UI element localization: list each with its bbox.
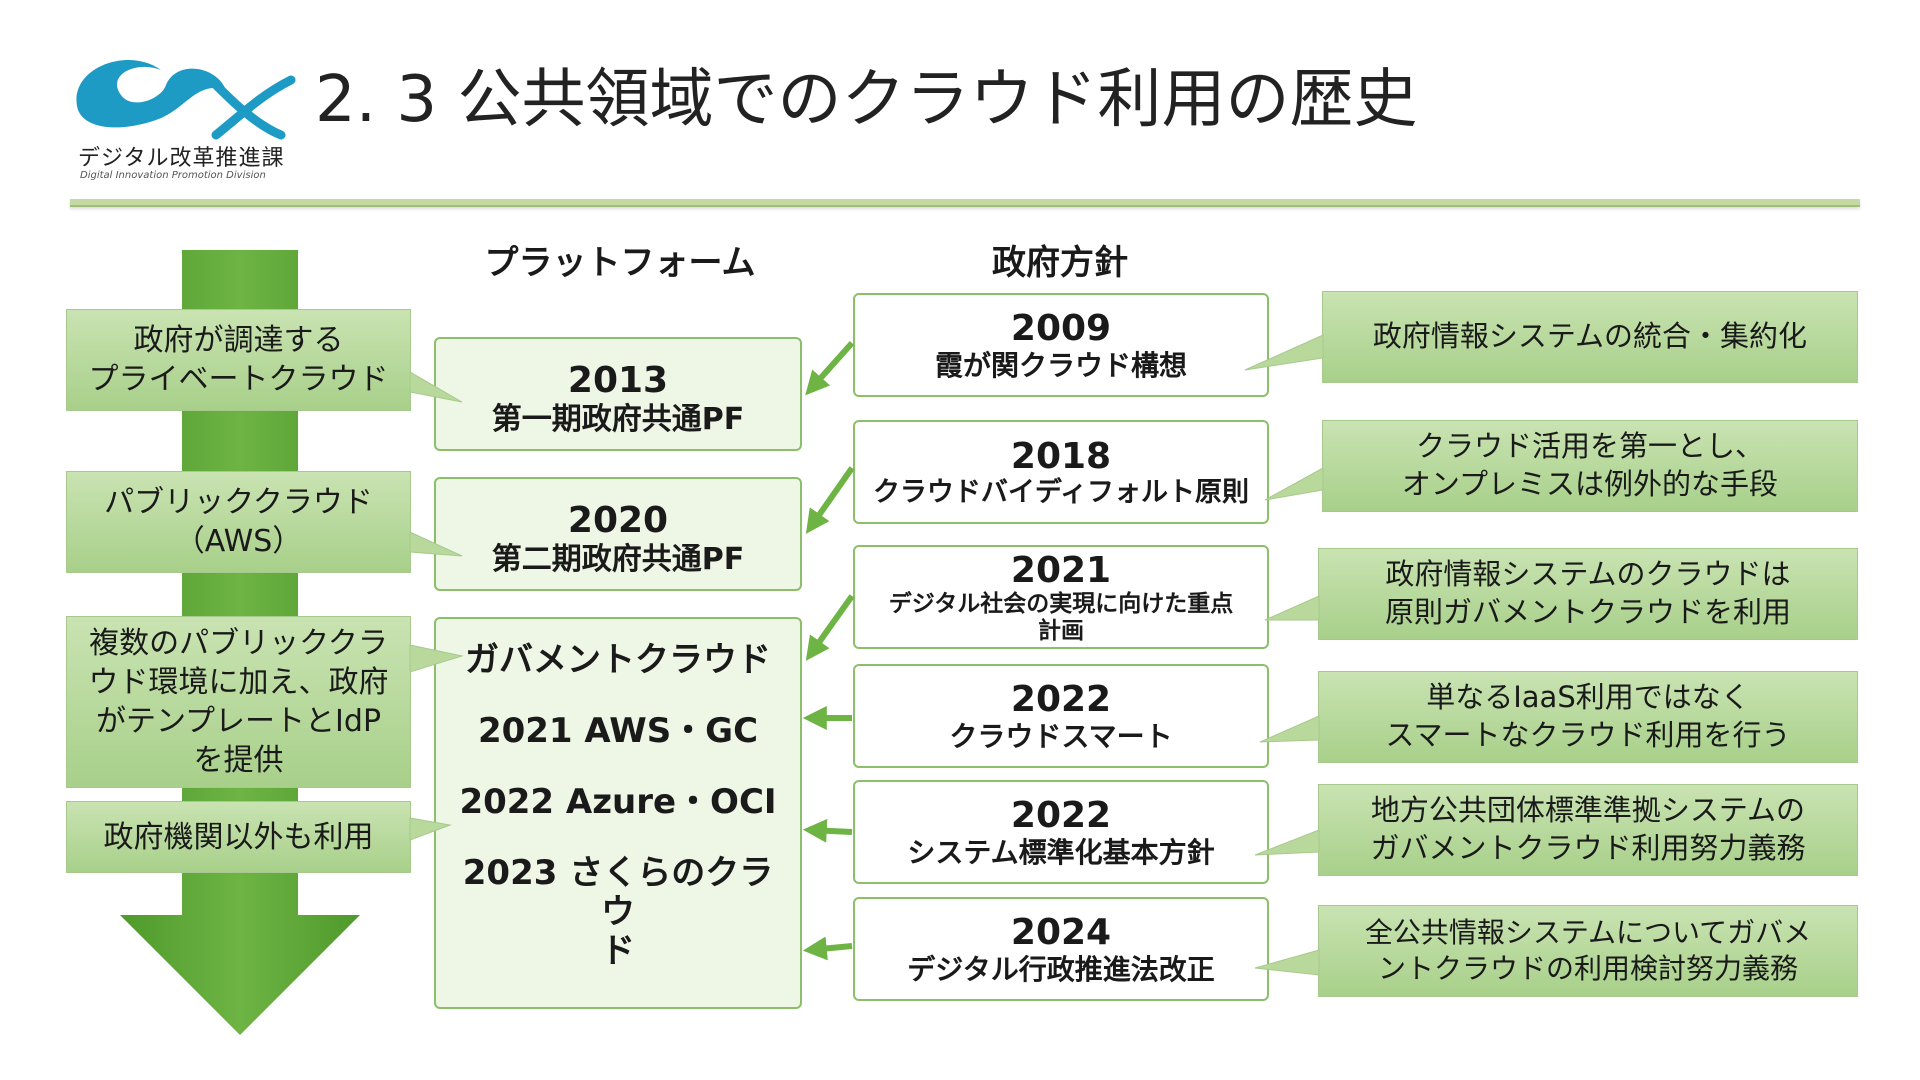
- callout-tail: [1254, 829, 1320, 856]
- policy-box-2022-cloud-smart: 2022 クラウドスマート: [853, 664, 1269, 768]
- gov-cloud-item: 2021 AWS・GC: [477, 711, 759, 752]
- connector-arrow: [805, 341, 855, 396]
- connector-arrow: [802, 936, 853, 961]
- policy-note-2018: クラウド活用を第一とし、 オンプレミスは例外的な手段: [1322, 420, 1858, 512]
- platform-name: 第一期政府共通PF: [491, 402, 745, 438]
- gov-cloud-item: 2023 さくらのクラウ ド: [462, 853, 774, 972]
- callout-tail: [1264, 595, 1320, 621]
- policy-year: 2024: [1010, 912, 1112, 954]
- policy-box-2021: 2021 デジタル社会の実現に向けた重点 計画: [853, 545, 1269, 649]
- platform-year: 2020: [567, 500, 669, 541]
- policy-box-2022-standardization: 2022 システム標準化基本方針: [853, 780, 1269, 884]
- platform-box-2020: 2020 第二期政府共通PF: [434, 477, 802, 591]
- policy-year: 2022: [1010, 795, 1112, 837]
- platform-box-2013: 2013 第一期政府共通PF: [434, 337, 802, 451]
- policy-name: デジタル社会の実現に向けた重点 計画: [888, 591, 1234, 644]
- policy-name: 霞が関クラウド構想: [934, 348, 1187, 382]
- policy-note-2021: 政府情報システムのクラウドは 原則ガバメントクラウドを利用: [1318, 548, 1858, 640]
- connector-arrow: [802, 818, 853, 843]
- logo-mark: [76, 59, 296, 140]
- policy-name: クラウドスマート: [949, 719, 1173, 753]
- title-divider: [70, 199, 1860, 207]
- policy-year: 2018: [1010, 435, 1112, 477]
- left-label-public-cloud: パブリッククラウド （AWS）: [66, 471, 411, 573]
- policy-name: クラウドバイディフォルト原則: [872, 477, 1250, 509]
- gov-cloud-title: ガバメントクラウド: [465, 640, 771, 680]
- callout-tail: [1244, 334, 1324, 371]
- callout-tail: [1264, 467, 1324, 501]
- logo-org-name-en: Digital Innovation Promotion Division: [80, 170, 266, 181]
- policy-year: 2022: [1010, 679, 1112, 721]
- left-label-private-cloud: 政府が調達する プライベートクラウド: [66, 309, 411, 411]
- policy-box-2009: 2009 霞が関クラウド構想: [853, 293, 1269, 397]
- policy-year: 2009: [1010, 308, 1112, 350]
- policy-box-2024: 2024 デジタル行政推進法改正: [853, 897, 1269, 1001]
- platform-heading: プラットフォーム: [484, 243, 756, 283]
- callout-tail: [409, 817, 452, 841]
- policy-box-2018: 2018 クラウドバイディフォルト原則: [853, 420, 1269, 524]
- policy-note-2022-cloud-smart: 単なるIaaS利用ではなく スマートなクラウド利用を行う: [1318, 671, 1858, 763]
- platform-box-gov-cloud: ガバメントクラウド 2021 AWS・GC 2022 Azure・OCI 202…: [434, 617, 802, 1009]
- connector-arrow: [805, 594, 855, 661]
- logo-org-name: デジタル改革推進課: [78, 146, 285, 171]
- callout-tail: [1254, 949, 1320, 976]
- policy-note-2022-standardization: 地方公共団体標準準拠システムの ガバメントクラウド利用努力義務: [1318, 784, 1858, 876]
- callout-tail: [1259, 715, 1320, 743]
- connector-arrow: [805, 466, 855, 534]
- policy-name: システム標準化基本方針: [907, 835, 1215, 869]
- gov-cloud-item: 2022 Azure・OCI: [459, 782, 777, 823]
- callout-tail: [409, 531, 463, 557]
- page-title: 2. 3 公共領域でのクラウド利用の歴史: [315, 63, 1418, 137]
- callout-tail: [409, 371, 463, 403]
- policy-name: デジタル行政推進法改正: [907, 952, 1215, 986]
- left-label-non-gov-use: 政府機関以外も利用: [66, 801, 411, 873]
- policy-year: 2021: [1010, 549, 1112, 591]
- left-label-multi-cloud: 複数のパブリッククラ ウド環境に加え、政府 がテンプレートとIdP を提供: [66, 616, 411, 788]
- platform-name: 第二期政府共通PF: [491, 542, 745, 578]
- policy-heading: 政府方針: [992, 243, 1128, 283]
- platform-year: 2013: [567, 360, 669, 401]
- callout-tail: [409, 644, 464, 673]
- policy-note-2009: 政府情報システムの統合・集約化: [1322, 291, 1858, 383]
